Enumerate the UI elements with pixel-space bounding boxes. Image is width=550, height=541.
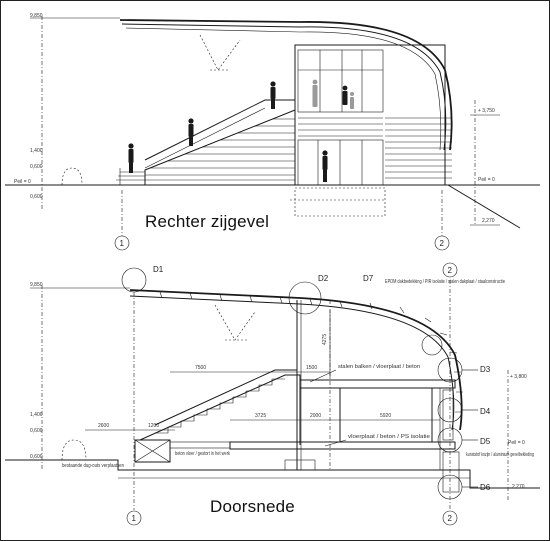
elevation-title: Rechter zijgevel: [145, 212, 270, 231]
roof-soffit: [125, 27, 442, 151]
note-right-foot: kunststof kozijn / aluminium gevelbekled…: [466, 452, 534, 458]
upper-floor-slab: [299, 379, 456, 389]
roof-canopy: [119, 19, 453, 151]
railing-midrail: [144, 107, 266, 169]
detail-label-d6: D6: [480, 483, 491, 492]
leader-lower: [324, 439, 347, 447]
detail-label-d3: D3: [480, 365, 491, 374]
dim-2600: 2600: [98, 423, 109, 429]
upper-glazing: [297, 49, 384, 113]
dugout-outline: [61, 167, 83, 186]
dim-5920: 5920: [380, 413, 391, 419]
lower-floor-slab: [229, 441, 456, 450]
window-frame: [442, 389, 454, 441]
level-under: 0,600: [30, 194, 43, 200]
sec-level-top: 9,850: [30, 282, 43, 288]
detail-circle-d7: [421, 334, 443, 356]
leader-upper: [309, 369, 337, 383]
sec-steps: [155, 378, 285, 434]
sec-level-right-a: + 3,800: [510, 374, 527, 380]
sec-roof: [129, 289, 463, 431]
sec-truss: [214, 304, 256, 341]
detail-label-d5: D5: [480, 437, 491, 446]
note-left-foot: bestaande dug-outs verplaatsen: [62, 463, 124, 469]
detail-label-d2: D2: [318, 274, 329, 283]
note-lower-floor: vloerplaat / beton / PS isolatie: [348, 434, 430, 440]
level-right-low: 2,270: [482, 218, 495, 224]
grid-label-2: 2: [440, 239, 445, 248]
note-upper-floor: stalen balken / vloerplaat / beton: [338, 364, 420, 370]
elevation-view: 9,850 1,400 0,600 Peil = 0 0,600: [5, 13, 540, 251]
dim-1200: 1200: [148, 423, 159, 429]
foundation-outline: [294, 187, 386, 217]
sec-railing: [154, 369, 297, 426]
sec-grid-label-2-top: 2: [448, 266, 453, 275]
roof-truss: [199, 34, 241, 71]
stair-railing: [144, 99, 295, 161]
dim-2000: 2000: [310, 413, 321, 419]
detail-label-d7: D7: [363, 274, 374, 283]
sec-grid-bubble-1: [126, 510, 142, 526]
sec-level-left-b: 0,600: [30, 428, 43, 434]
people-ghost-figures: [312, 79, 354, 109]
sec-level-right-low: 2,270: [512, 484, 525, 490]
detail-circle-d1: [121, 267, 147, 293]
roof-canopy-inner: [121, 23, 447, 151]
people-figures: [128, 81, 348, 182]
sec-roof-hatch: [159, 291, 463, 413]
level-ground: Peil = 0: [14, 179, 31, 185]
sec-grandstand: [139, 374, 301, 445]
spandrel-bands: [298, 117, 383, 137]
dim-1500: 1500: [306, 365, 317, 371]
level-stair: 1,400: [30, 148, 43, 154]
note-roof: EPDM dakbedekking / PIR isolatie / stale…: [385, 279, 505, 285]
sec-grid-bubble-2: [442, 510, 458, 526]
sec-level-left-a: 1,400: [30, 412, 43, 418]
level-top: 9,850: [30, 13, 43, 19]
facade-siding: [385, 117, 452, 179]
grid-label-1: 1: [120, 239, 125, 248]
sec-grid-bubble-2-top: [442, 262, 458, 278]
base-box: [134, 439, 171, 463]
footing-center: [284, 459, 316, 471]
sec-dugout: [61, 439, 87, 461]
sec-grid-label-1: 1: [132, 514, 137, 523]
grid-bubble-1: [114, 235, 130, 251]
detail-circle-d2: [288, 281, 322, 315]
grandstand-hatching: [145, 118, 295, 181]
foundation-block-right: [442, 451, 460, 493]
sec-level-right-ground: Peil = 0: [508, 440, 525, 446]
sec-grid-label-2: 2: [448, 514, 453, 523]
section-view: 9,850 1,400 0,600 0,600: [5, 262, 540, 526]
dim-7500: 7500: [195, 365, 206, 371]
sec-level-left-ground: 0,600: [30, 454, 43, 460]
dim-3725: 3725: [255, 413, 266, 419]
base-box-cross: [134, 439, 171, 463]
grandstand: [144, 109, 296, 186]
dim-4275: 4275: [322, 334, 328, 345]
slope-line: [447, 184, 521, 229]
detail-label-d4: D4: [480, 407, 491, 416]
section-title: Doorsnede: [210, 497, 295, 516]
level-right-a: + 3,750: [478, 108, 495, 114]
low-slab: [169, 441, 231, 449]
detail-label-d1: D1: [153, 265, 164, 274]
note-mid: beton vloer / gestort in het werk: [175, 451, 230, 457]
level-right-ground: Peil = 0: [478, 177, 495, 183]
level-mid: 0,600: [30, 164, 43, 170]
building-volume: [294, 44, 446, 186]
grid-bubble-2: [434, 235, 450, 251]
sec-roof-inner: [129, 295, 455, 431]
dimension-lines: [85, 310, 440, 431]
lower-glazing: [297, 139, 384, 186]
